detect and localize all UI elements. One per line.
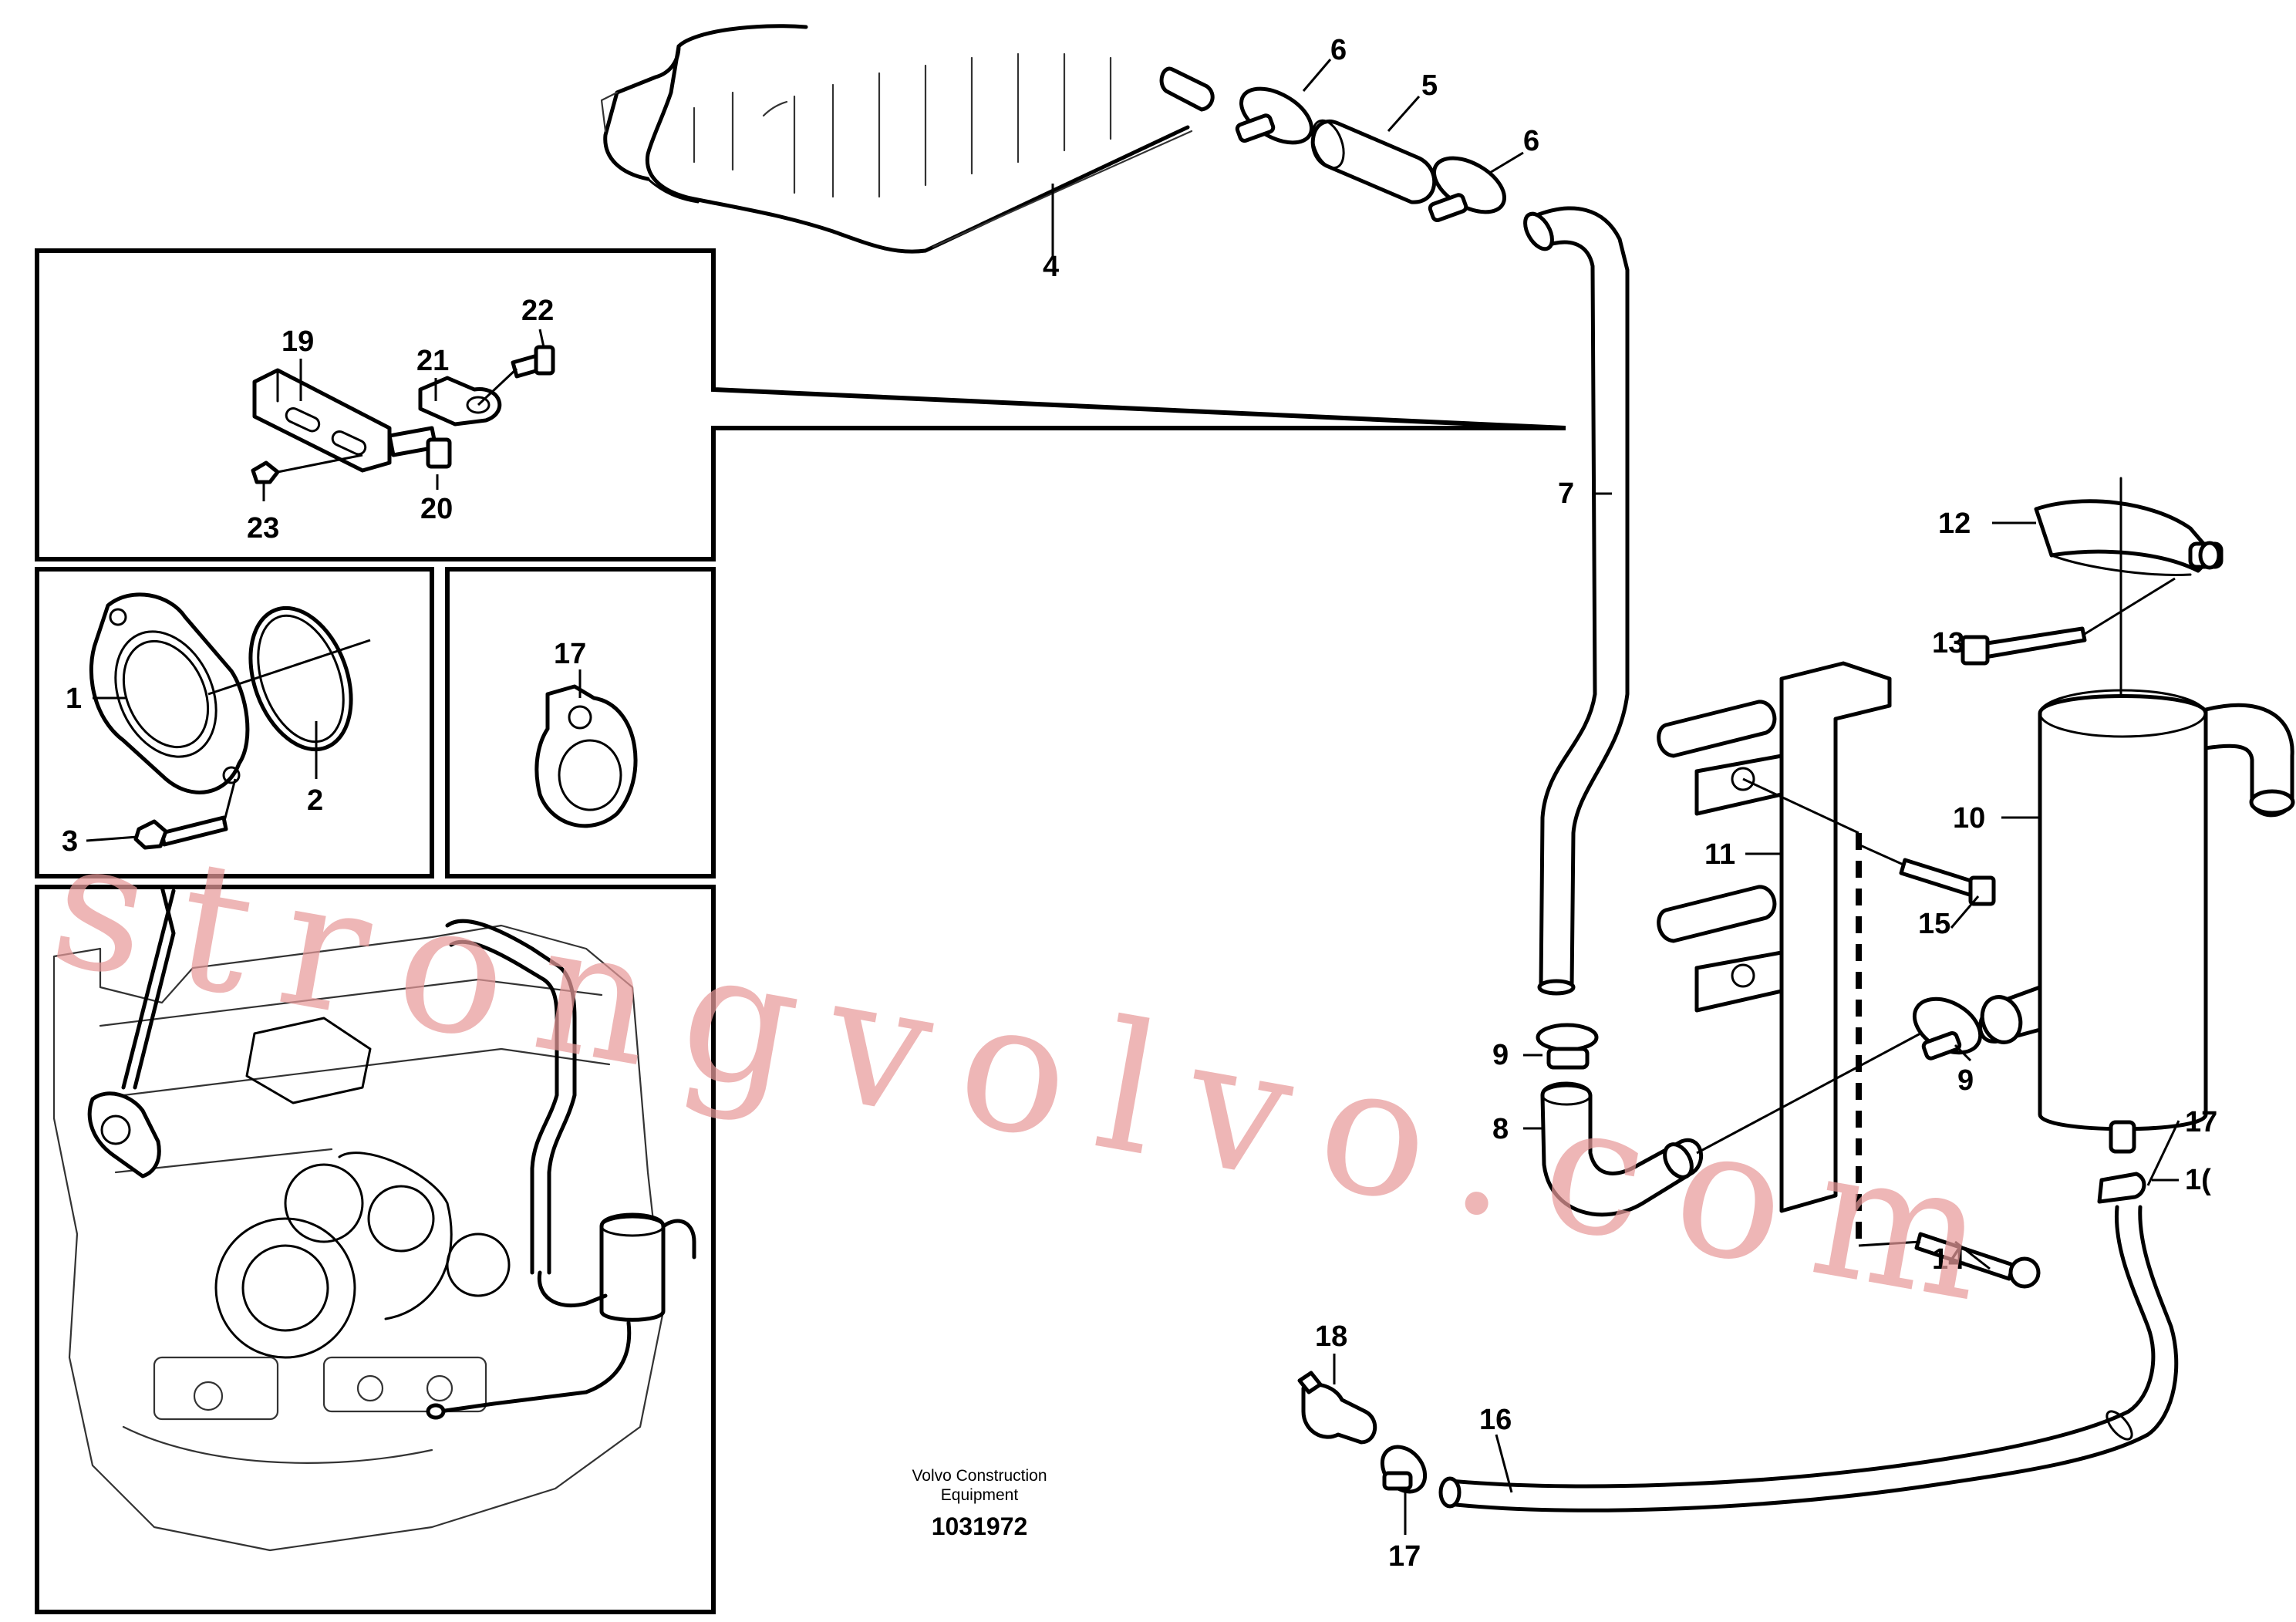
inset-engine-overview bbox=[52, 885, 696, 1552]
credit-line-2: Equipment bbox=[941, 1486, 1019, 1504]
callout-14: 14 bbox=[1932, 1243, 1964, 1276]
callout-1: 1 bbox=[66, 683, 82, 715]
callout-10-cut: 1( bbox=[2185, 1164, 2211, 1196]
callout-9-right: 9 bbox=[1957, 1064, 1974, 1097]
valve-cover-drawing bbox=[600, 24, 1193, 254]
callout-15: 15 bbox=[1918, 908, 1950, 940]
inset-frames bbox=[35, 248, 1566, 1614]
callout-9-left: 9 bbox=[1492, 1039, 1509, 1071]
elbow-hose-assembly bbox=[1536, 1023, 1704, 1217]
document-number: 1031972 bbox=[932, 1512, 1028, 1540]
callout-17-inset: 17 bbox=[554, 638, 586, 670]
callout-17-lower: 17 bbox=[1388, 1540, 1421, 1573]
mounting-bracket bbox=[1657, 661, 2041, 1289]
watermark-text: strongvolvo.com bbox=[39, 799, 2033, 1347]
callout-6-left: 6 bbox=[1330, 34, 1347, 66]
leader-lines bbox=[86, 59, 2180, 1535]
breather-hose-upper bbox=[1159, 66, 1630, 996]
callout-23: 23 bbox=[247, 512, 279, 545]
callout-3: 3 bbox=[62, 825, 78, 858]
inset-flange-parts bbox=[89, 592, 371, 850]
callout-5: 5 bbox=[1421, 69, 1438, 102]
callout-13: 13 bbox=[1932, 627, 1964, 659]
callout-8: 8 bbox=[1492, 1113, 1509, 1145]
callout-labels: 4 6 5 6 7 9 8 9 10 11 12 13 15 14 17 1( … bbox=[62, 34, 2217, 1573]
callout-17-right: 17 bbox=[2185, 1106, 2217, 1138]
callout-4: 4 bbox=[1043, 251, 1059, 283]
callout-2: 2 bbox=[307, 784, 323, 817]
callout-6-right: 6 bbox=[1523, 125, 1539, 157]
credit-block: Volvo Construction Equipment 1031972 bbox=[912, 1467, 1047, 1540]
oil-separator-assembly bbox=[1961, 477, 2295, 1154]
callout-19: 19 bbox=[282, 325, 314, 358]
credit-line-1: Volvo Construction bbox=[912, 1467, 1047, 1485]
callout-11: 11 bbox=[1704, 838, 1735, 871]
callout-16: 16 bbox=[1479, 1404, 1512, 1436]
drain-hose-assembly bbox=[1297, 1172, 2179, 1512]
callout-22: 22 bbox=[521, 295, 554, 327]
callout-7: 7 bbox=[1558, 477, 1574, 510]
callout-20: 20 bbox=[420, 493, 453, 525]
callout-18: 18 bbox=[1315, 1320, 1347, 1353]
inset-clamp-part bbox=[534, 684, 638, 828]
callout-10: 10 bbox=[1953, 802, 1985, 835]
callout-12: 12 bbox=[1938, 508, 1971, 540]
inset-bracket-parts bbox=[251, 345, 555, 484]
hose-clamp-right bbox=[1696, 996, 1983, 1155]
callout-21: 21 bbox=[416, 345, 449, 377]
